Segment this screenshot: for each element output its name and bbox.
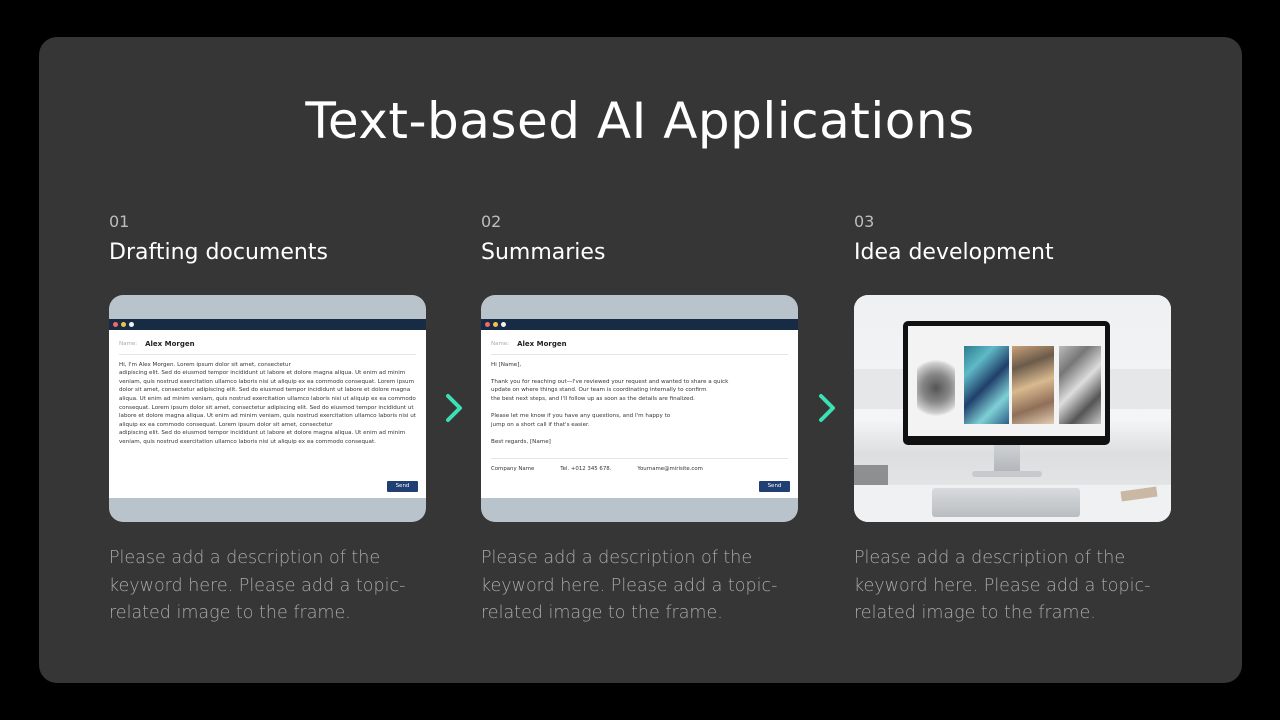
column-drafting-documents: 01 Drafting documents Name: Alex Morgen … — [109, 212, 429, 623]
column-description: Please add a description of the keyword … — [109, 548, 406, 623]
column-summaries: 02 Summaries Name: Alex Morgen Hi [Name]… — [481, 212, 801, 623]
minimize-dot-icon — [493, 322, 498, 327]
artwork — [964, 346, 1009, 424]
email-text: Hi [Name], Thank you for reaching out—I'… — [491, 361, 729, 445]
minimize-dot-icon — [121, 322, 126, 327]
chevron-right-icon — [442, 390, 466, 426]
artwork — [1059, 346, 1101, 424]
telephone: Tel. +012 345 678. — [560, 466, 612, 473]
chevron-right-icon — [815, 390, 839, 426]
monitor — [903, 321, 1110, 445]
signature-row: Company Name Tel. +012 345 678. Yourname… — [491, 458, 788, 474]
name-value: Alex Morgen — [145, 340, 195, 348]
column-heading: Drafting documents — [109, 240, 328, 265]
maximize-dot-icon — [129, 322, 134, 327]
send-button[interactable]: Send — [387, 481, 418, 492]
close-dot-icon — [113, 322, 118, 327]
window-title-bar — [481, 319, 798, 330]
name-value: Alex Morgen — [517, 340, 567, 348]
email-body: Name: Alex Morgen Hi, I'm Alex Morgen. L… — [109, 330, 426, 498]
email-address: Yourname@mirisite.com — [637, 466, 703, 473]
email-text: Hi, I'm Alex Morgen. Lorem ipsum dolor s… — [119, 361, 416, 445]
email-body: Name: Alex Morgen Hi [Name], Thank you f… — [481, 330, 798, 498]
close-dot-icon — [485, 322, 490, 327]
monitor-screen — [908, 326, 1105, 436]
name-label: Name: — [491, 341, 510, 347]
image-frame-summaries[interactable]: Name: Alex Morgen Hi [Name], Thank you f… — [481, 295, 798, 522]
column-heading: Idea development — [854, 240, 1054, 265]
name-row: Name: Alex Morgen — [119, 340, 416, 355]
window-title-bar — [109, 319, 426, 330]
column-description: Please add a description of the keyword … — [481, 548, 778, 623]
image-frame-drafting[interactable]: Name: Alex Morgen Hi, I'm Alex Morgen. L… — [109, 295, 426, 522]
column-description: Please add a description of the keyword … — [854, 548, 1151, 623]
column-number: 01 — [109, 212, 130, 231]
laptop — [932, 488, 1080, 517]
company-name: Company Name — [491, 466, 535, 473]
monitor-stand — [994, 445, 1020, 475]
name-label: Name: — [119, 341, 138, 347]
column-number: 02 — [481, 212, 502, 231]
name-row: Name: Alex Morgen — [491, 340, 788, 355]
maximize-dot-icon — [501, 322, 506, 327]
page-title: Text-based AI Applications — [305, 92, 975, 150]
column-number: 03 — [854, 212, 875, 231]
desk-photo — [854, 295, 1171, 522]
artwork — [917, 358, 955, 418]
send-button[interactable]: Send — [759, 481, 790, 492]
column-heading: Summaries — [481, 240, 606, 265]
artwork — [1012, 346, 1054, 424]
image-frame-idea[interactable] — [854, 295, 1171, 522]
monitor-base — [972, 471, 1042, 477]
column-idea-development: 03 Idea development Please add a descrip… — [854, 212, 1174, 623]
